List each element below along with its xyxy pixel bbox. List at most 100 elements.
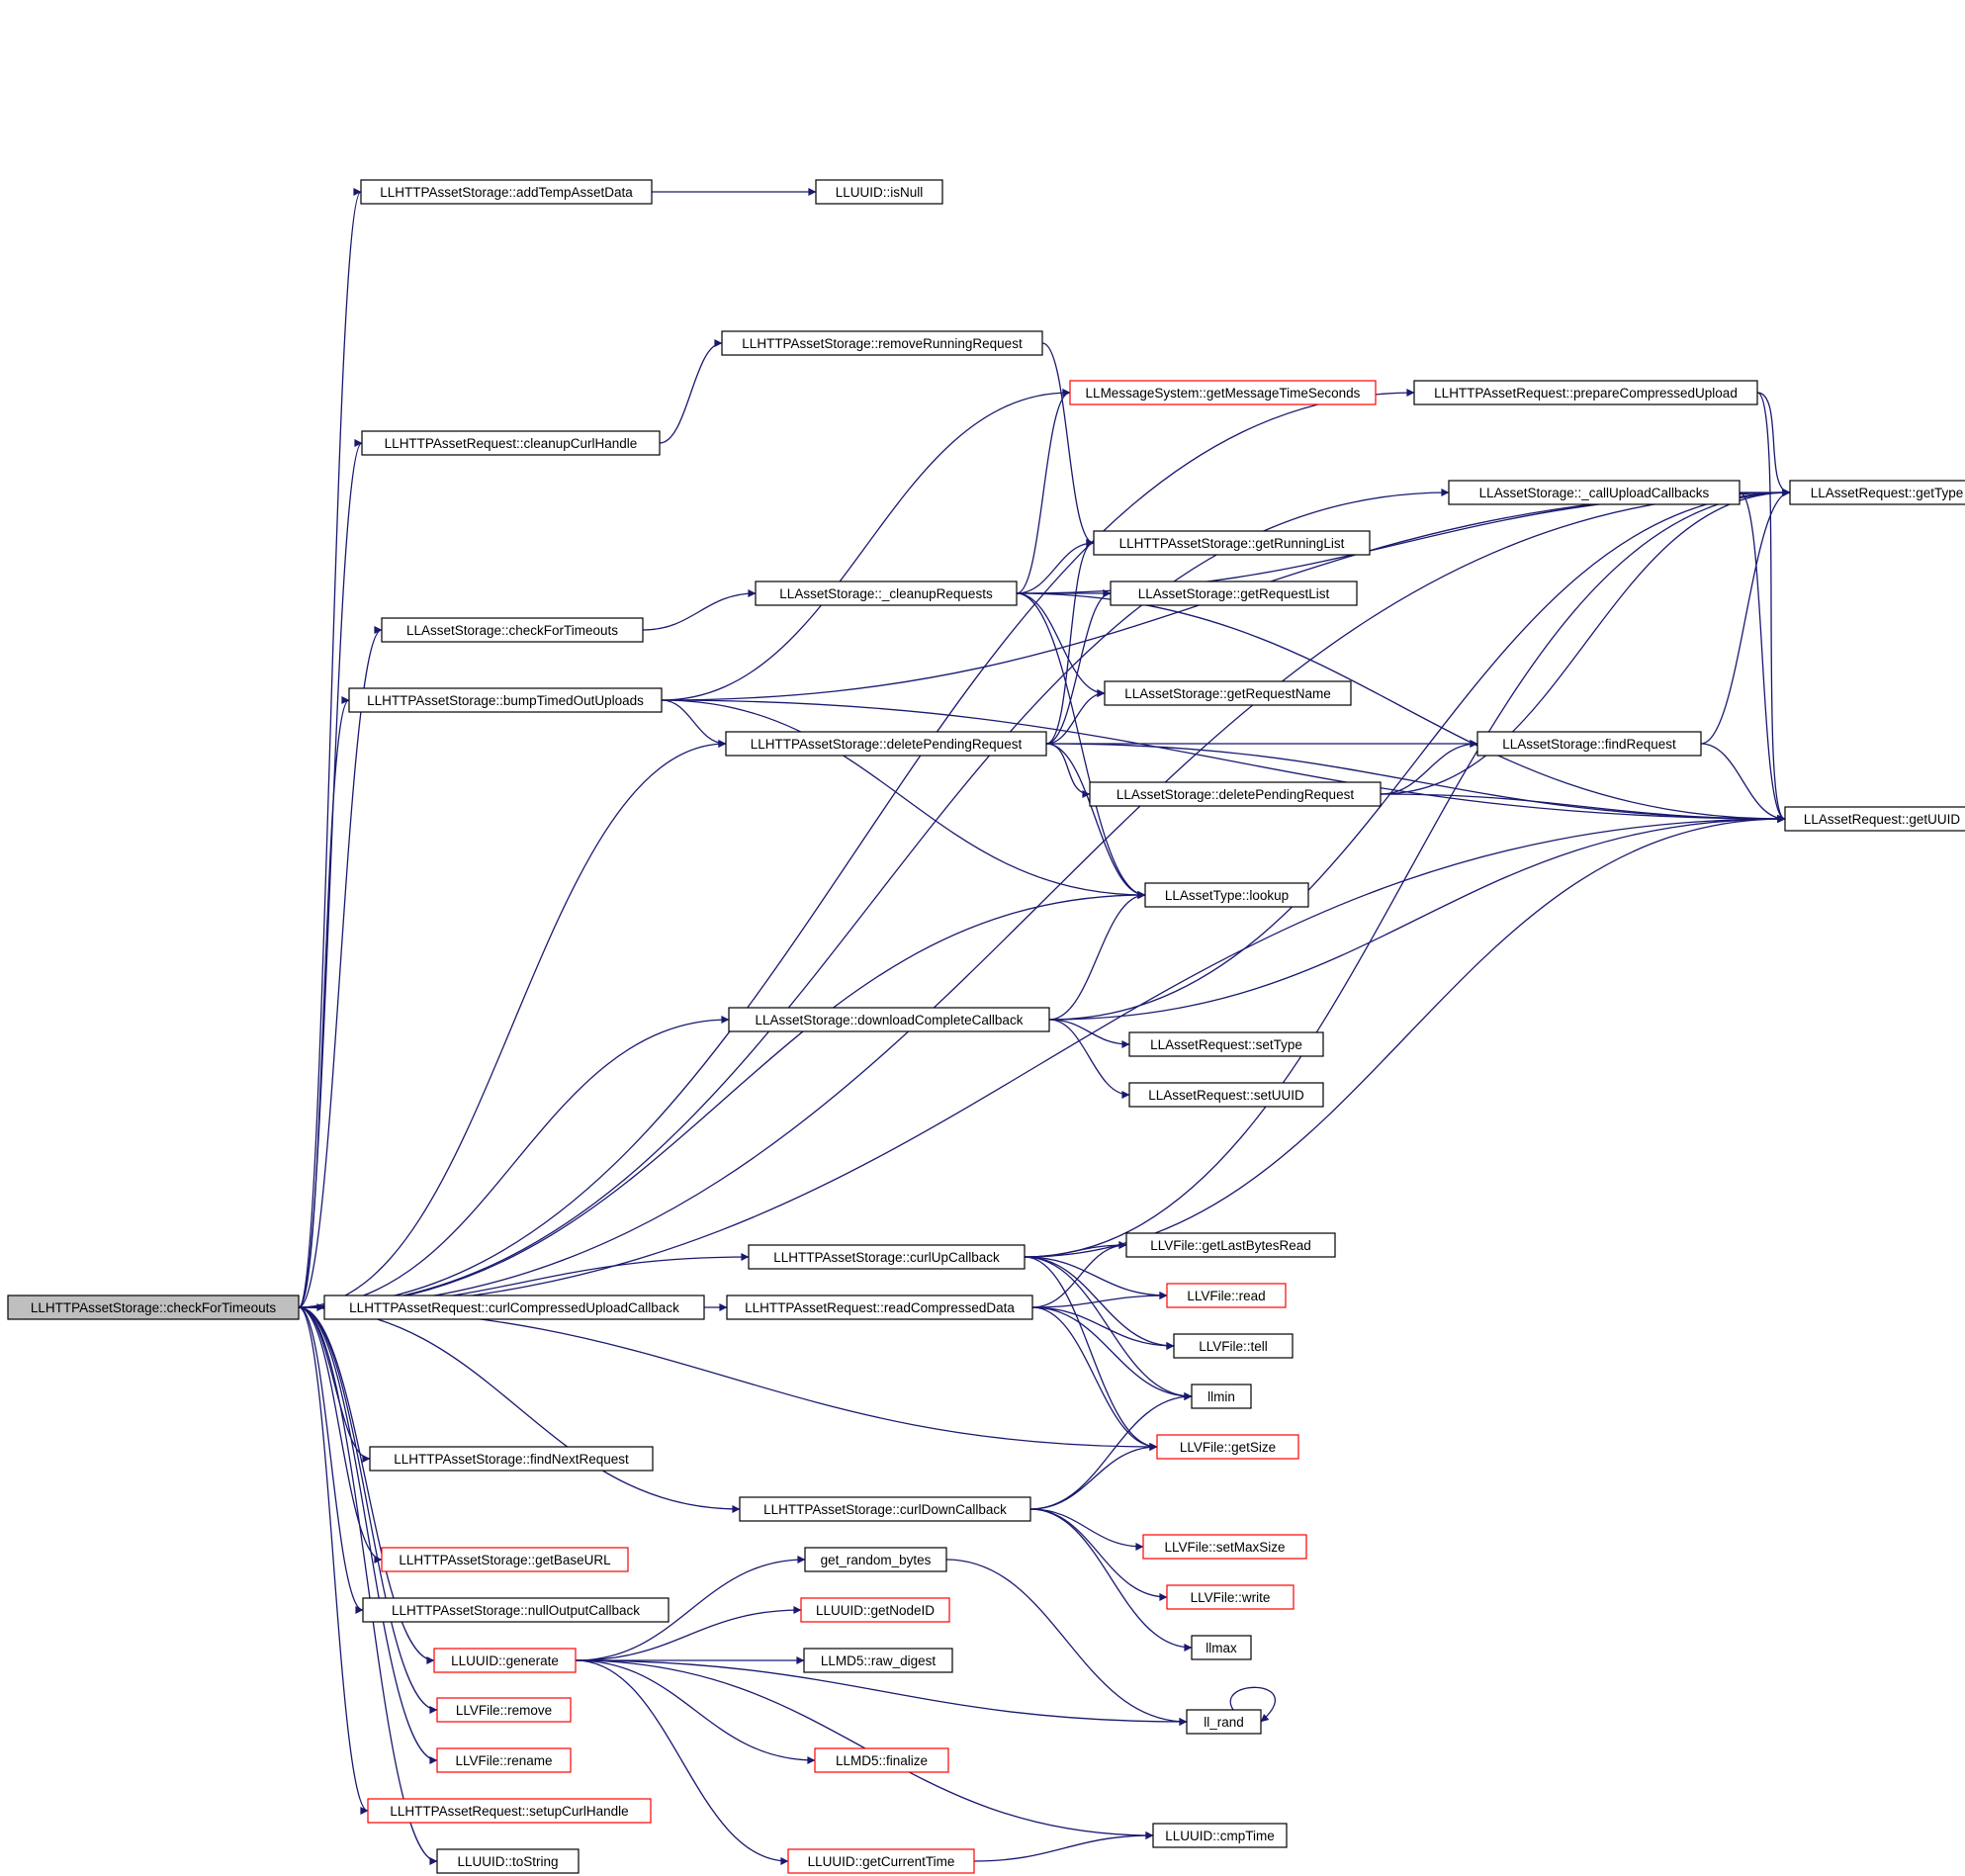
node-box	[381, 1547, 629, 1572]
node-llvfile-getsize[interactable]: LLVFile::getSize	[1156, 1434, 1299, 1460]
node-llhttpassetstorage-curldowncallback[interactable]: LLHTTPAssetStorage::curlDownCallback	[739, 1496, 1031, 1522]
node-label: LLVFile::read	[1187, 1289, 1265, 1303]
node-label: LLVFile::write	[1191, 1590, 1271, 1605]
node-llassetstorage-deletependingrequest[interactable]: LLAssetStorage::deletePendingRequest	[1089, 781, 1382, 807]
node-llmessagesystem-getmessagetimeseconds[interactable]: LLMessageSystem::getMessageTimeSeconds	[1069, 380, 1377, 405]
node-llhttpassetstorage-getbaseurl[interactable]: LLHTTPAssetStorage::getBaseURL	[381, 1547, 629, 1572]
node-lluuid-tostring[interactable]: LLUUID::toString	[436, 1848, 580, 1874]
node-llhttpassetrequest-curlcompresseduploadcallback[interactable]: LLHTTPAssetRequest::curlCompressedUpload…	[323, 1295, 705, 1320]
node-label: LLAssetRequest::getUUID	[1804, 812, 1961, 827]
node-box	[1448, 480, 1741, 505]
node-llmin[interactable]: llmin	[1191, 1384, 1252, 1409]
node-llhttpassetrequest-cleanupcurlhandle[interactable]: LLHTTPAssetRequest::cleanupCurlHandle	[361, 430, 661, 456]
node-label: LLUUID::toString	[457, 1854, 558, 1869]
node-llmax[interactable]: llmax	[1191, 1635, 1252, 1660]
edge-n26-n31	[1031, 1306, 1158, 1451]
node-box	[1152, 1823, 1288, 1848]
node-llhttpassetrequest-readcompresseddata[interactable]: LLHTTPAssetRequest::readCompressedData	[726, 1295, 1033, 1320]
node-llhttpassetrequest-preparecompressedupload[interactable]: LLHTTPAssetRequest::prepareCompressedUpl…	[1413, 380, 1758, 405]
node-llassetstorage-checkfortimeouts[interactable]: LLAssetStorage::checkForTimeouts	[381, 617, 644, 643]
node-llhttpassetrequest-setupcurlhandle[interactable]: LLHTTPAssetRequest::setupCurlHandle	[367, 1798, 652, 1824]
node-llassetstorage-downloadcompletecallback[interactable]: LLAssetStorage::downloadCompleteCallback	[728, 1007, 1050, 1032]
node-llassetstorage-getrequestname[interactable]: LLAssetStorage::getRequestName	[1104, 680, 1352, 706]
node-llassetstorage-cleanuprequests[interactable]: LLAssetStorage::_cleanupRequests	[755, 581, 1018, 606]
node-llvfile-setmaxsize[interactable]: LLVFile::setMaxSize	[1142, 1534, 1307, 1560]
edge-n10-n6	[1016, 389, 1071, 594]
node-llvfile-write[interactable]: LLVFile::write	[1166, 1584, 1295, 1610]
edge-n15-n19	[1045, 743, 1146, 899]
node-llhttpassetstorage-addtempassetdata[interactable]: LLHTTPAssetStorage::addTempAssetData	[360, 179, 653, 205]
node-box	[725, 731, 1047, 757]
edge-n17-n16	[1380, 740, 1478, 795]
node-label: LLHTTPAssetStorage::addTempAssetData	[380, 185, 633, 200]
edge-n20-n22	[1048, 1019, 1130, 1099]
node-lluuid-getnodeid[interactable]: LLUUID::getNodeID	[800, 1597, 950, 1623]
node-llassetrequest-setuuid[interactable]: LLAssetRequest::setUUID	[1128, 1082, 1324, 1108]
edge-n26-n27	[1031, 1292, 1168, 1308]
edge-n4-n9	[1041, 342, 1095, 547]
node-llvfile-remove[interactable]: LLVFile::remove	[436, 1697, 572, 1723]
node-llmd5-raw-digest[interactable]: LLMD5::raw_digest	[803, 1648, 953, 1673]
node-label: LLHTTPAssetStorage::getRunningList	[1119, 536, 1345, 551]
node-box	[1191, 1384, 1252, 1409]
node-llhttpassetstorage-findnextrequest[interactable]: LLHTTPAssetStorage::findNextRequest	[369, 1446, 654, 1472]
edge-n8-n18	[1739, 491, 1786, 823]
node-llhttpassetstorage-getrunninglist[interactable]: LLHTTPAssetStorage::getRunningList	[1093, 530, 1371, 556]
node-box	[381, 617, 644, 643]
edge-n0-n19	[298, 891, 1146, 1308]
node-label: LLHTTPAssetStorage::getBaseURL	[399, 1553, 611, 1567]
edge-n32-n39	[1029, 1508, 1193, 1652]
edge-n0-n33	[298, 1306, 383, 1563]
node-ll-rand[interactable]: ll_rand	[1186, 1709, 1262, 1735]
node-label: llmin	[1207, 1389, 1235, 1404]
node-llhttpassetstorage-checkfortimeouts[interactable]: LLHTTPAssetStorage::checkForTimeouts	[7, 1295, 300, 1320]
node-label: LLHTTPAssetStorage::bumpTimedOutUploads	[367, 693, 644, 708]
node-lluuid-getcurrenttime[interactable]: LLUUID::getCurrentTime	[787, 1848, 975, 1874]
node-box	[1144, 882, 1309, 908]
node-llvfile-rename[interactable]: LLVFile::rename	[436, 1747, 572, 1773]
node-lluuid-cmptime[interactable]: LLUUID::cmpTime	[1152, 1823, 1288, 1848]
node-label: LLAssetStorage::downloadCompleteCallback	[756, 1013, 1024, 1027]
node-box	[1069, 380, 1377, 405]
node-llvfile-tell[interactable]: LLVFile::tell	[1173, 1333, 1294, 1359]
node-llhttpassetstorage-removerunningrequest[interactable]: LLHTTPAssetStorage::removeRunningRequest	[721, 330, 1043, 356]
node-llassetrequest-gettype[interactable]: LLAssetRequest::getType	[1789, 480, 1965, 505]
node-llhttpassetstorage-curlupcallback[interactable]: LLHTTPAssetStorage::curlUpCallback	[748, 1244, 1026, 1270]
edge-n0-n44	[298, 1306, 438, 1764]
node-llhttpassetstorage-nulloutputcallback[interactable]: LLHTTPAssetStorage::nullOutputCallback	[362, 1597, 670, 1623]
node-lluuid-generate[interactable]: LLUUID::generate	[433, 1648, 577, 1673]
edge-n14-n15	[661, 699, 727, 748]
node-layer: LLHTTPAssetStorage::checkForTimeoutsLLHT…	[7, 179, 1965, 1874]
edge-n5-n18	[1756, 392, 1786, 823]
edge-n0-n37	[298, 1306, 364, 1614]
node-label: LLVFile::tell	[1199, 1339, 1268, 1354]
edge-n26-n24	[1031, 1241, 1127, 1308]
node-llhttpassetstorage-bumptimedoutuploads[interactable]: LLHTTPAssetStorage::bumpTimedOutUploads	[348, 687, 663, 713]
node-llassettype-lookup[interactable]: LLAssetType::lookup	[1144, 882, 1309, 908]
node-llvfile-read[interactable]: LLVFile::read	[1166, 1283, 1287, 1308]
node-box	[748, 1244, 1026, 1270]
node-box	[369, 1446, 654, 1472]
node-lluuid-isnull[interactable]: LLUUID::isNull	[815, 179, 943, 205]
node-box	[1142, 1534, 1307, 1560]
node-label: LLAssetRequest::getType	[1811, 486, 1964, 500]
node-llvfile-getlastbytesread[interactable]: LLVFile::getLastBytesRead	[1125, 1232, 1336, 1258]
node-llassetrequest-settype[interactable]: LLAssetRequest::setType	[1128, 1031, 1324, 1057]
node-box	[433, 1648, 577, 1673]
node-box	[739, 1496, 1031, 1522]
node-label: LLHTTPAssetStorage::curlUpCallback	[773, 1250, 1000, 1265]
node-llhttpassetstorage-deletependingrequest[interactable]: LLHTTPAssetStorage::deletePendingRequest	[725, 731, 1047, 757]
edge-n0-n46	[298, 1306, 369, 1815]
node-llassetstorage-getrequestlist[interactable]: LLAssetStorage::getRequestList	[1110, 581, 1358, 606]
node-label: LLMD5::finalize	[836, 1753, 928, 1768]
node-get-random-bytes[interactable]: get_random_bytes	[804, 1547, 947, 1572]
node-label: LLHTTPAssetStorage::curlDownCallback	[763, 1502, 1007, 1517]
node-llassetrequest-getuuid[interactable]: LLAssetRequest::getUUID	[1784, 806, 1965, 832]
node-label: LLUUID::generate	[451, 1653, 559, 1668]
node-llassetstorage-calluploadcallbacks[interactable]: LLAssetStorage::_callUploadCallbacks	[1448, 480, 1741, 505]
node-llassetstorage-findrequest[interactable]: LLAssetStorage::findRequest	[1476, 731, 1702, 757]
node-box	[1125, 1232, 1336, 1258]
node-box	[1173, 1333, 1294, 1359]
node-llmd5-finalize[interactable]: LLMD5::finalize	[814, 1747, 949, 1773]
